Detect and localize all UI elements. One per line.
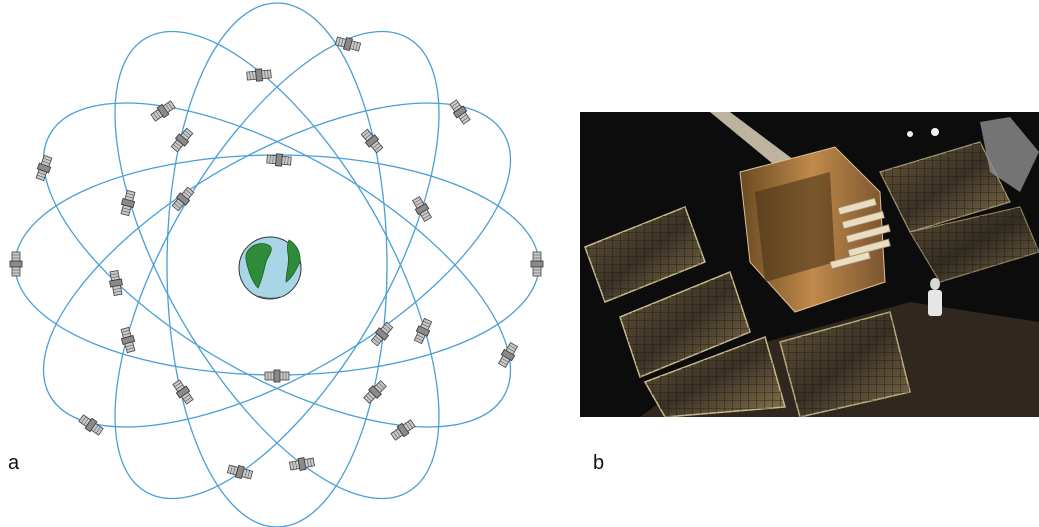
satellite-icon xyxy=(496,341,520,369)
technician-figure xyxy=(928,278,942,316)
solar-panel-right xyxy=(879,141,1039,283)
gps-constellation-diagram xyxy=(9,2,544,527)
satellite-icon xyxy=(412,317,434,345)
earth-icon xyxy=(238,236,302,300)
satellite-icon xyxy=(288,455,316,473)
satellite-icon xyxy=(334,34,362,54)
satellite-icon xyxy=(118,326,138,354)
satellite-icon xyxy=(530,251,544,277)
panel-label-a: a xyxy=(8,452,20,474)
satellite-body xyxy=(739,146,891,313)
satellite-icon xyxy=(107,269,125,297)
satellite-icon xyxy=(246,67,272,83)
satellite-icon xyxy=(149,98,177,124)
satellite-icon xyxy=(264,369,290,383)
satellite-icon xyxy=(447,98,473,126)
orbit-6 xyxy=(42,102,512,428)
orbit-4 xyxy=(166,2,388,527)
satellite-icon xyxy=(33,154,55,182)
satellite-icon xyxy=(389,417,417,443)
orbit-5 xyxy=(114,30,440,500)
orbit-2 xyxy=(42,102,512,428)
satellite-photo xyxy=(580,112,1039,417)
panel-label-b: b xyxy=(593,452,605,474)
solar-panel-left xyxy=(584,206,911,417)
satellite-icon xyxy=(118,189,138,217)
satellite-icon xyxy=(410,195,434,223)
satellite-icon xyxy=(9,251,23,277)
orbit-3 xyxy=(114,30,440,500)
